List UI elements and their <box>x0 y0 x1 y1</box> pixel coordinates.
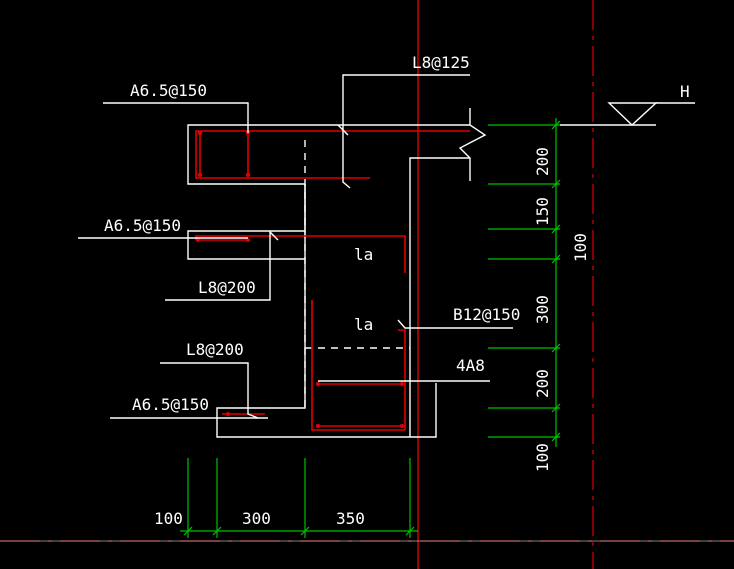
label-la-2: la <box>354 315 373 334</box>
dim-v-200-bot: 200 <box>533 369 552 398</box>
label-level-h: H <box>680 82 690 101</box>
label-a65-bot: A6.5@150 <box>132 395 209 414</box>
dim-v-300: 300 <box>533 295 552 324</box>
dim-v-total: 100 <box>571 233 590 262</box>
dim-v-100: 100 <box>533 443 552 472</box>
leader-lines <box>78 74 513 419</box>
vertical-dimensions <box>488 118 561 447</box>
level-mark <box>560 102 695 126</box>
dim-h-300: 300 <box>242 509 271 528</box>
section-outline <box>187 108 487 438</box>
dashed-lines <box>304 140 410 410</box>
dim-h-350: 350 <box>336 509 365 528</box>
dim-h-100: 100 <box>154 509 183 528</box>
rebar-dots <box>196 130 405 429</box>
label-4a8: 4A8 <box>456 356 485 375</box>
label-l8-200-a: L8@200 <box>198 278 256 297</box>
dim-v-200-top: 200 <box>533 147 552 176</box>
dim-v-150: 150 <box>533 197 552 226</box>
label-a65-mid: A6.5@150 <box>104 216 181 235</box>
rebar <box>195 130 470 431</box>
label-l8-200-b: L8@200 <box>186 340 244 359</box>
horizontal-dimensions <box>180 458 418 538</box>
label-l8-125: L8@125 <box>412 53 470 72</box>
label-b12-150: B12@150 <box>453 305 520 324</box>
label-la-1: la <box>354 245 373 264</box>
label-a65-top: A6.5@150 <box>130 81 207 100</box>
